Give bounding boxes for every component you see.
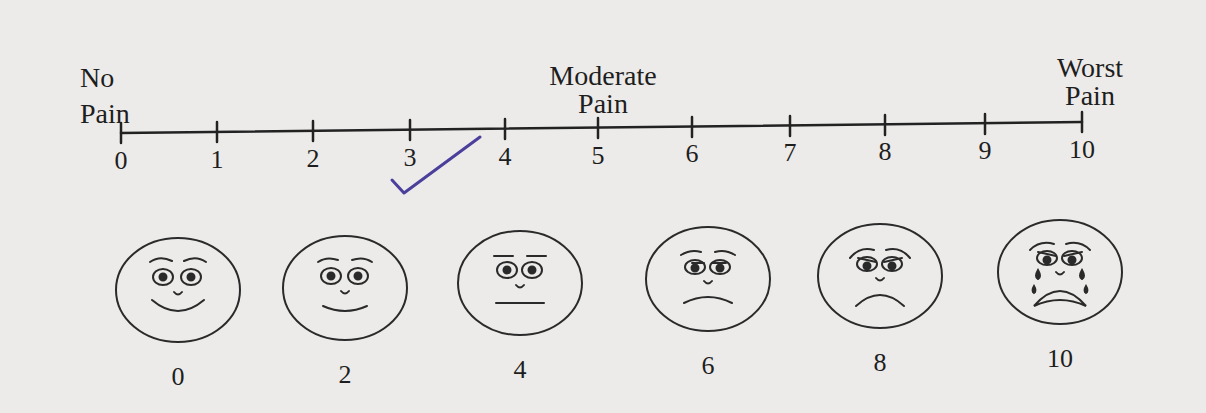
face-worst-pain (998, 220, 1122, 324)
scale-heading: Worst Pain (1030, 54, 1150, 110)
scale-number: 3 (385, 145, 435, 171)
scale-number: 5 (573, 143, 623, 169)
face-very-severe-pain (818, 224, 942, 328)
scale-number: 7 (765, 140, 815, 166)
scale-axis (121, 122, 1082, 133)
face-no-pain (116, 238, 240, 342)
scale-number: 0 (96, 148, 146, 174)
face-number: 0 (153, 364, 203, 390)
scale-number: 2 (288, 146, 338, 172)
scale-number: 1 (192, 147, 242, 173)
scale-number: 4 (480, 144, 530, 170)
face-number: 10 (1035, 346, 1085, 372)
scale-heading: Moderate Pain (528, 62, 678, 118)
face-severe-pain (646, 227, 770, 331)
face-number: 8 (855, 350, 905, 376)
face-mild-pain (283, 236, 407, 340)
scale-number: 8 (860, 139, 910, 165)
faces (116, 220, 1122, 342)
face-number: 4 (495, 357, 545, 383)
face-moderate-pain (458, 231, 582, 335)
scale-number: 6 (667, 141, 717, 167)
scale-heading: No Pain (80, 60, 170, 132)
scale-number: 9 (960, 138, 1010, 164)
scale-number: 10 (1057, 137, 1107, 163)
face-number: 2 (320, 362, 370, 388)
face-number: 6 (683, 353, 733, 379)
